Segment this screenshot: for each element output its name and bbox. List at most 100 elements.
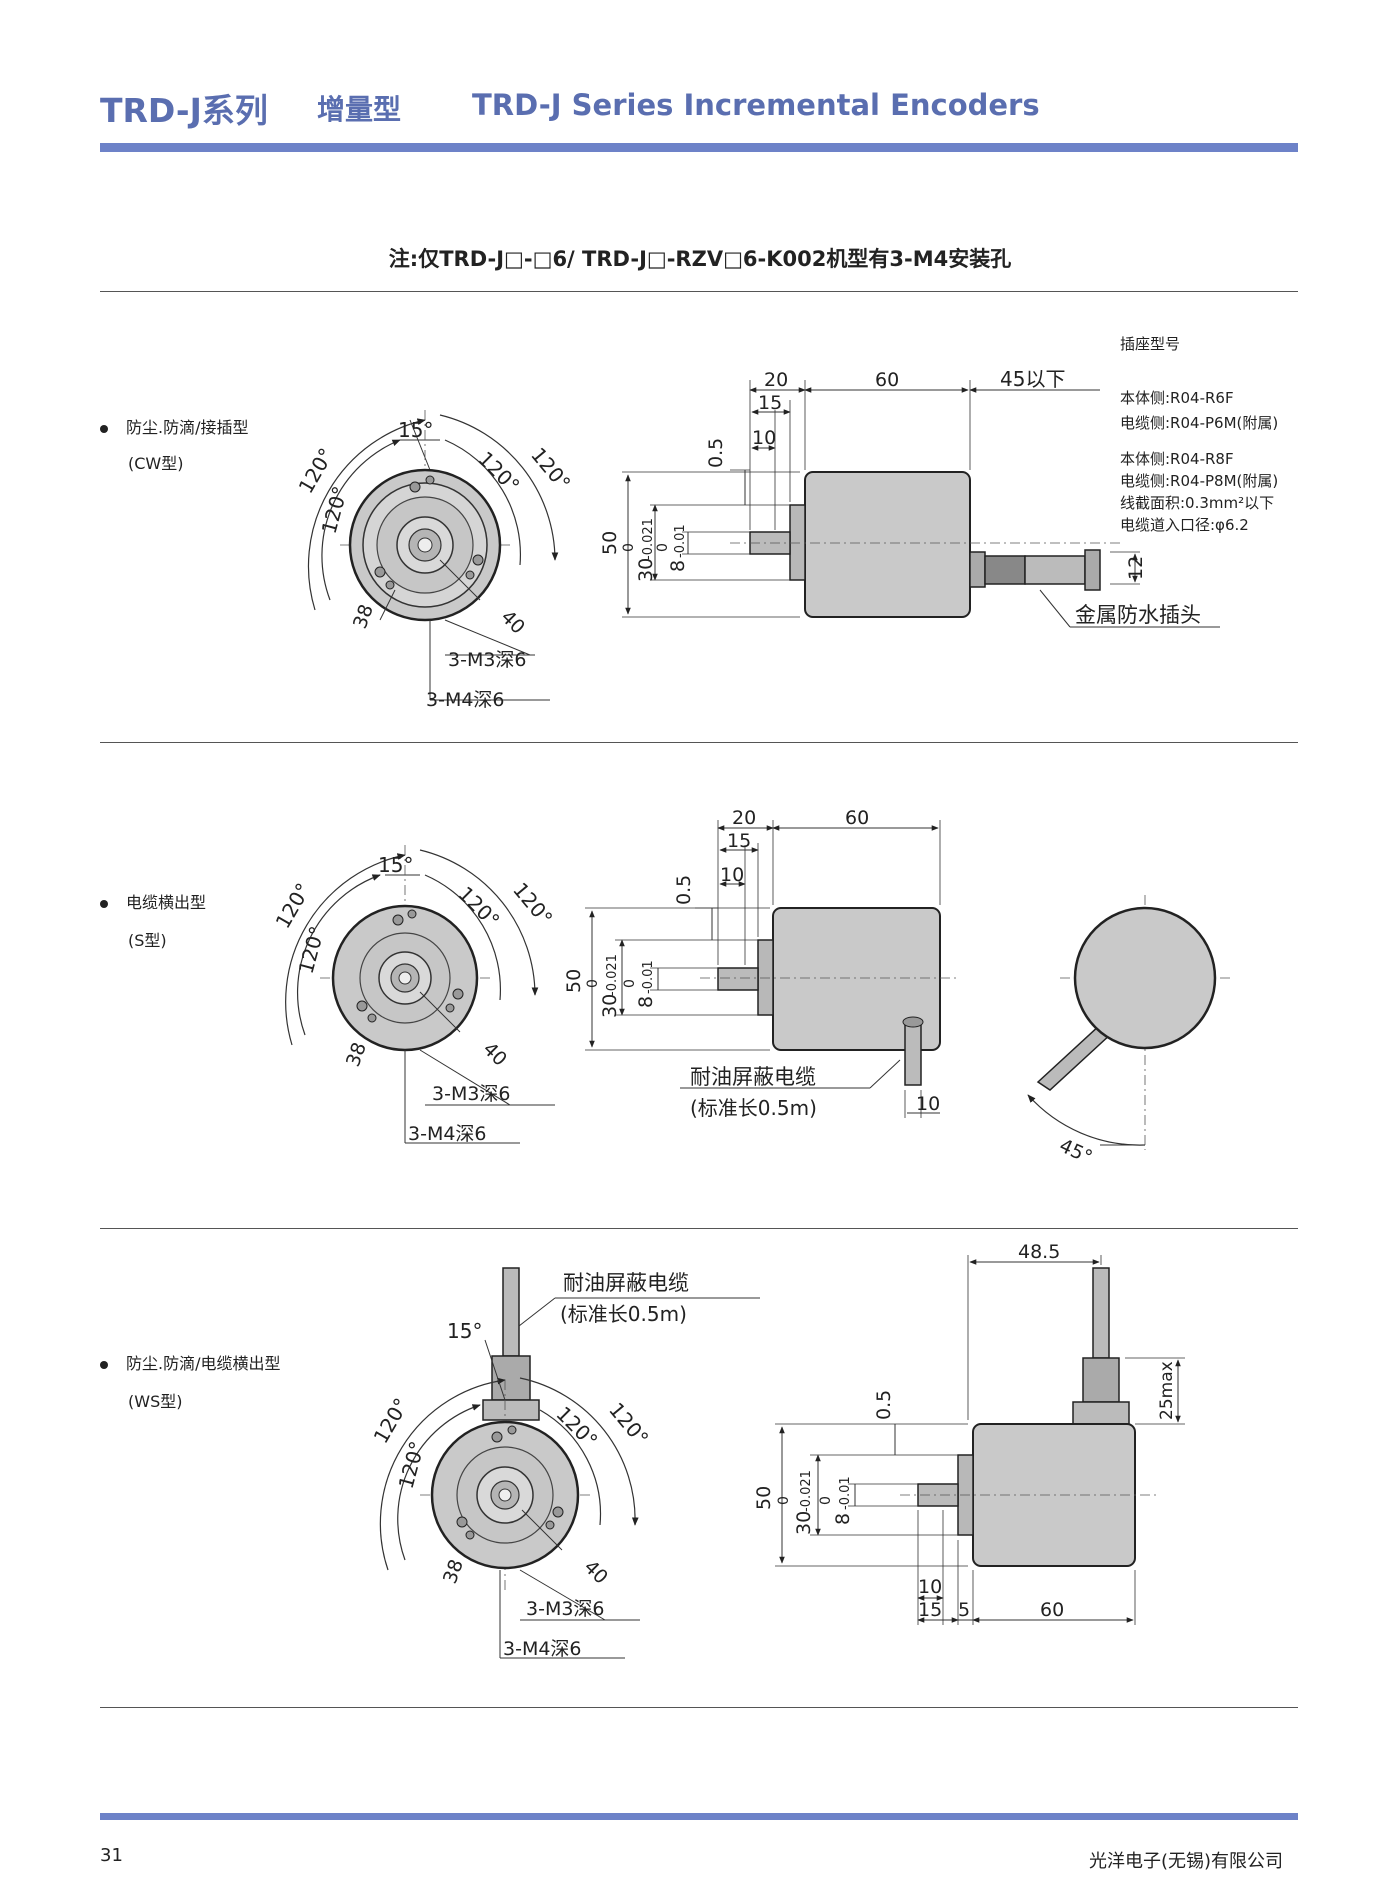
cw-front-view: 15° 120° 120° 120° 120° 38 40 3-M3深6 3-M…: [294, 410, 576, 711]
angle-120-label: 120°: [394, 1439, 430, 1492]
dim-60: 60: [875, 369, 899, 391]
s-side-view: 20 15 10 0.5 60 50 0 30 -0.021 0 8 -0.01…: [563, 807, 960, 1120]
dim-0-5: 0.5: [673, 875, 695, 905]
dim-50: 50: [753, 1486, 775, 1510]
page-header: TRD-J系列 增量型 TRD-J Series Incremental Enc…: [100, 84, 1300, 132]
m4-hole-label: 3-M4深6: [503, 1638, 582, 1660]
socket-line: 电缆侧:R04-P6M(附属): [1120, 414, 1278, 432]
dim-10: 10: [752, 427, 776, 449]
mounting-note: 注:仅TRD-J□-□6/ TRD-J□-RZV□6-K002机型有3-M4安装…: [388, 247, 1012, 271]
diameter-38-label: 38: [349, 601, 378, 631]
angle-15-label: 15°: [398, 418, 433, 442]
angle-120-label: 120°: [604, 1398, 653, 1450]
dim-30: 30: [793, 1511, 815, 1535]
tol-30-lower: -0.021: [605, 954, 620, 996]
company-name: 光洋电子(无锡)有限公司: [1088, 1851, 1283, 1872]
tol-8-upper: 0: [655, 543, 671, 552]
series-title: TRD-J系列: [100, 91, 268, 130]
connector-label: 金属防水插头: [1075, 603, 1201, 627]
dim-20: 20: [764, 369, 788, 391]
ws-side-view: 48.5 0.5 25max 50 0 30 -0.021 0 8 -0.01 …: [753, 1241, 1185, 1625]
angle-15-label: 15°: [447, 1319, 482, 1343]
dim-30: 30: [599, 994, 621, 1018]
tol-30-lower: -0.021: [641, 518, 656, 560]
cw-side-view: 20 15 10 0.5 60 45以下 50 0 30 -0.021 0 8 …: [599, 367, 1220, 628]
dim-10: 10: [918, 1576, 942, 1598]
tol-30-lower: -0.021: [799, 1470, 814, 1512]
dim-10: 10: [916, 1093, 940, 1115]
tol-8-upper: 0: [818, 1496, 834, 1505]
section-code-s: (S型): [128, 931, 167, 950]
dim-12: 12: [1125, 556, 1147, 580]
section-label-s: 电缆横出型: [100, 889, 206, 913]
socket-line: 本体侧:R04-R6F: [1120, 389, 1234, 407]
socket-line: 电缆侧:R04-P8M(附属): [1120, 472, 1278, 490]
angle-15-label: 15°: [378, 853, 413, 877]
page-number: 31: [100, 1845, 123, 1866]
angle-120-label: 120°: [526, 443, 575, 495]
socket-line: 本体侧:R04-R8F: [1120, 450, 1234, 468]
dim-20: 20: [732, 807, 756, 829]
dim-45: 45以下: [1000, 367, 1065, 391]
s-front-view: 15° 120° 120° 120° 120° 38 40 3-M3深6 3-M…: [271, 845, 558, 1145]
footer-rule: [100, 1813, 1298, 1820]
dim-50: 50: [599, 531, 621, 555]
dim-60: 60: [1040, 1599, 1064, 1621]
dim-15: 15: [758, 392, 782, 414]
separator: [100, 1707, 1298, 1708]
dim-30: 30: [635, 558, 657, 582]
diameter-38-label: 38: [342, 1039, 371, 1069]
cable-label: 耐油屏蔽电缆: [563, 1271, 689, 1295]
tol-30-upper: 0: [585, 979, 601, 988]
separator: [100, 1228, 1298, 1229]
m3-hole-label: 3-M3深6: [526, 1598, 605, 1620]
tol-8-lower: -0.01: [838, 1476, 853, 1510]
m4-hole-label: 3-M4深6: [426, 689, 505, 711]
dim-50: 50: [563, 969, 585, 993]
tol-8-upper: 0: [622, 979, 638, 988]
diameter-38-label: 38: [439, 1556, 468, 1586]
header-rule: [100, 143, 1298, 152]
m4-hole-label: 3-M4深6: [408, 1123, 487, 1145]
dim-0-5: 0.5: [873, 1390, 895, 1420]
angle-45-label: 45°: [1056, 1135, 1096, 1169]
cable-length: (标准长0.5m): [560, 1302, 687, 1326]
dim-8: 8: [635, 996, 657, 1008]
dim-15: 15: [918, 1599, 942, 1621]
series-title-en: TRD-J Series Incremental Encoders: [472, 88, 1040, 122]
socket-info: 插座型号 本体侧:R04-R6F 电缆侧:R04-P6M(附属) 本体侧:R04…: [1120, 335, 1278, 534]
dim-15: 15: [727, 830, 751, 852]
dim-48-5: 48.5: [1018, 1241, 1060, 1263]
angle-120-label: 120°: [317, 484, 353, 537]
m3-hole-label: 3-M3深6: [432, 1083, 511, 1105]
tol-30-upper: 0: [621, 543, 637, 552]
separator: [100, 291, 1298, 292]
angle-120-label: 120°: [453, 882, 504, 933]
s-rear-view: 45°: [1027, 895, 1230, 1169]
angle-120-label: 120°: [294, 924, 330, 977]
dim-25max: 25max: [1157, 1361, 1177, 1420]
dim-0-5: 0.5: [705, 438, 727, 468]
section-code-ws: (WS型): [128, 1392, 183, 1411]
diameter-40-label: 40: [496, 606, 529, 639]
tol-8-lower: -0.01: [673, 524, 688, 558]
diameter-40-label: 40: [478, 1038, 511, 1071]
cable-length: (标准长0.5m): [690, 1096, 817, 1120]
m3-hole-label: 3-M3深6: [448, 649, 527, 671]
section-label-cw: 防尘.防滴/接插型: [100, 414, 248, 438]
dim-8: 8: [832, 1513, 854, 1525]
dim-10: 10: [720, 864, 744, 886]
socket-title: 插座型号: [1120, 335, 1180, 353]
section-code-cw: (CW型): [128, 454, 184, 473]
dim-5: 5: [958, 1599, 970, 1621]
series-type: 增量型: [317, 93, 402, 126]
tol-30-upper: 0: [776, 1496, 792, 1505]
dim-8: 8: [667, 560, 689, 572]
socket-line: 电缆道入口径:φ6.2: [1120, 516, 1249, 534]
dim-60: 60: [845, 807, 869, 829]
separator: [100, 742, 1298, 743]
diameter-40-label: 40: [579, 1556, 612, 1589]
angle-120-label: 120°: [473, 447, 524, 498]
cable-label: 耐油屏蔽电缆: [690, 1065, 816, 1089]
